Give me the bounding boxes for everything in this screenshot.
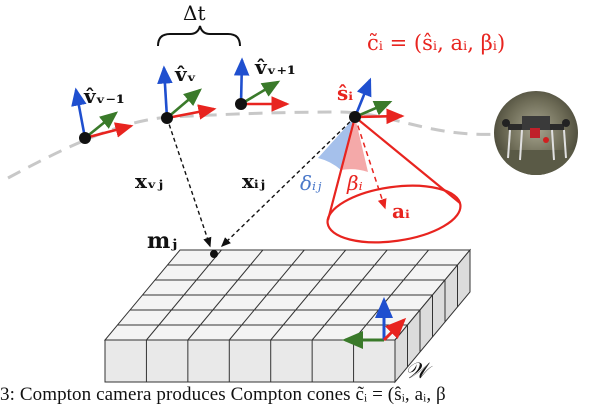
compton-cone (326, 116, 462, 244)
point-m-j (210, 250, 218, 258)
v-prev-label: v̂ᵥ₋₁ (83, 84, 125, 108)
v-curr-label: v̂ᵥ (174, 62, 196, 86)
ray-x-vj (166, 117, 212, 248)
trajectory-curve (7, 110, 501, 180)
compton-cone-label: c̃ᵢ = (ŝᵢ, aᵢ, βᵢ) (367, 31, 505, 55)
beta-i-label: βᵢ (346, 171, 363, 195)
voxel-gridlines (117, 249, 458, 382)
pose-frame-v-curr (157, 65, 217, 124)
voxel-front-face (104, 339, 396, 383)
ray-x-ij (220, 116, 356, 247)
a-i-label: aᵢ (392, 199, 410, 223)
delta-t-brace (157, 25, 241, 47)
x-vj-label: xᵥⱼ (135, 169, 163, 193)
pose-frame-v-next (233, 57, 290, 112)
s-i-label: ŝᵢ (337, 81, 353, 105)
x-ij-label: xᵢⱼ (242, 169, 265, 193)
delta-ij-label: δᵢⱼ (300, 171, 322, 195)
delta-t-label: Δt (183, 1, 205, 25)
axis-triad-icon (342, 297, 407, 349)
delta-angle-wedge (318, 117, 355, 170)
drone-photo-icon (494, 91, 578, 175)
m-j-label: mⱼ (147, 228, 177, 254)
beta-angle-wedge (341, 117, 368, 172)
pose-frame-v-prev (71, 87, 134, 144)
figure-caption: 3: Compton camera produces Compton cones… (0, 384, 446, 405)
pose-frame-s-i (349, 77, 405, 125)
world-label: 𝒲 (405, 359, 433, 384)
v-next-label: v̂ᵥ₊₁ (254, 55, 296, 79)
